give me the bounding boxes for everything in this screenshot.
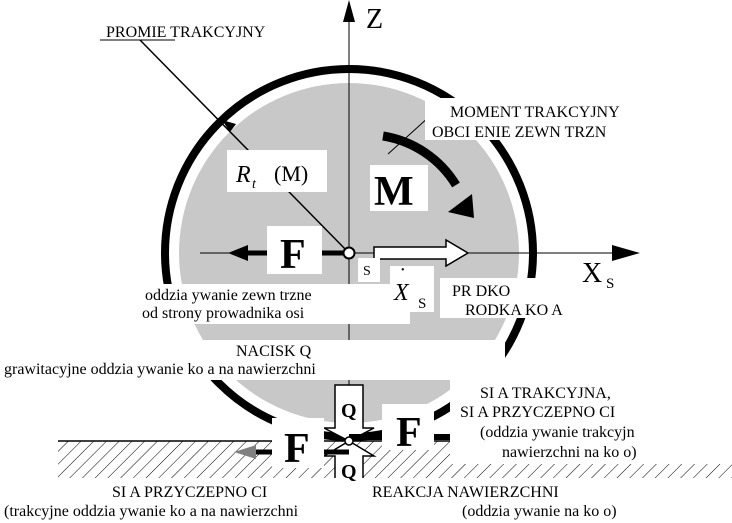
axle-force-symbol-f: F (280, 232, 306, 278)
axle-center (342, 246, 356, 260)
axle-label-line2: od strony prowadnika osi (142, 305, 305, 322)
traction-force-symbol-f: F (396, 410, 422, 456)
moment-arrowhead (448, 194, 474, 218)
reaction-label: REAKCJA NAWIERZCHNI (372, 484, 559, 501)
rt-r-symbol: R (235, 162, 251, 188)
x-axis-subscript: S (606, 276, 614, 292)
radius-arrowhead (222, 120, 236, 132)
moment-leader (387, 115, 431, 155)
z-axis-arrow (343, 0, 355, 22)
adhesion-force-symbol-f: F (284, 426, 310, 472)
velocity-subscript: S (418, 296, 426, 312)
nacisk-label-line2: grawitacyjne oddzia ywanie ko a na nawie… (4, 361, 316, 378)
center-point-label-s: S (363, 264, 371, 279)
adhesion-label-detail: (trakcyjne oddzia ywanie ko a na nawierz… (4, 503, 299, 520)
reaction-symbol-q-bottom: Q (341, 461, 357, 483)
rt-subscript: t (252, 177, 257, 192)
f-axle-box (267, 226, 322, 274)
velocity-symbol-x: X (393, 280, 410, 306)
moment-label-line2: OBCI ENIE ZEWN TRZN (432, 124, 607, 141)
traction-label-line4: nawierzchni na ko o) (502, 444, 637, 461)
z-axis-label: Z (366, 4, 383, 35)
reaction-label-detail: (oddzia ywanie na ko o) (462, 503, 617, 520)
right-label-box (440, 278, 640, 318)
moment-label-box (425, 98, 732, 140)
rt-label-box (227, 150, 327, 192)
rt-m-label: (M) (274, 161, 308, 186)
velocity-dot: · (400, 259, 405, 281)
moment-label-line1: MOMENT TRAKCYJNY (450, 104, 620, 121)
load-symbol-q-top: Q (341, 400, 357, 422)
velocity-label-line2: RODKA KO A (465, 302, 563, 319)
traction-label-line2: SI A PRZYCZEPNO CI (460, 404, 615, 421)
axle-force-arrowhead (228, 245, 248, 261)
adhesion-label: SI A PRZYCZEPNO CI (112, 484, 267, 501)
traction-label-line1: SI A TRAKCYJNA, (480, 385, 611, 402)
bottom-label-box (0, 478, 732, 523)
axle-label-line1: oddzia ywanie zewn trzne (145, 287, 312, 304)
left-label-box (135, 284, 410, 324)
moment-symbol-m: M (374, 169, 414, 215)
radius-label: PROMIE TRAKCYJNY (106, 24, 266, 41)
m-box (370, 165, 428, 211)
nacisk-label-line1: NACISK Q (236, 343, 312, 360)
x-axis-label: X (582, 258, 602, 289)
x-axis-arrow (612, 245, 640, 261)
f-traction-box (382, 404, 434, 450)
adhesion-force-arrowhead (234, 445, 256, 459)
traction-label-box (450, 378, 732, 464)
nacisk-label-box (0, 340, 505, 380)
velocity-arrow (373, 238, 470, 268)
f-adhesion-box (272, 418, 324, 468)
contact-point (344, 436, 354, 446)
moment-arc (382, 131, 460, 188)
radius-line (139, 39, 350, 254)
velocity-label-line1: PR DKO (452, 283, 510, 300)
traction-label-line3: (oddzia ywanie trakcyjn (480, 424, 635, 441)
s-box (358, 258, 380, 282)
